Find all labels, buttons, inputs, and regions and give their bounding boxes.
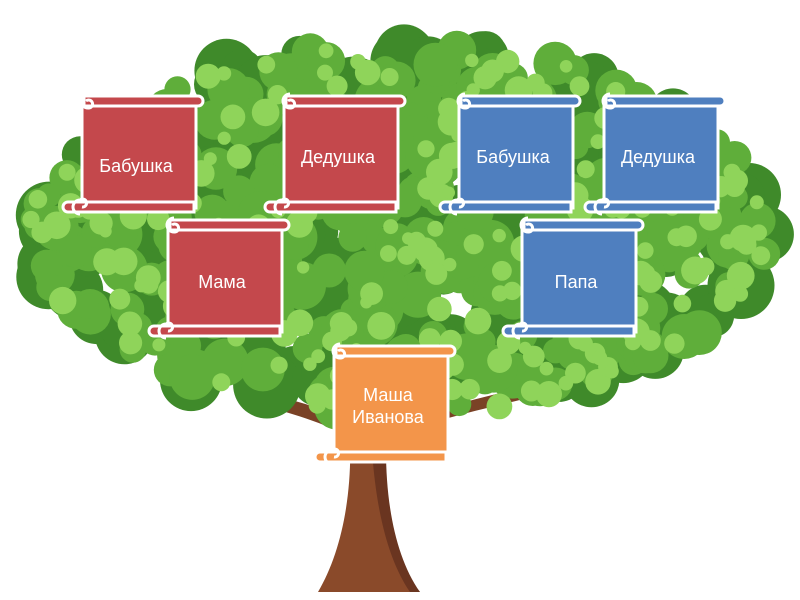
card-label: Мама bbox=[198, 272, 246, 292]
scroll-bottom-roll bbox=[313, 450, 448, 464]
card-label: Дедушка bbox=[620, 147, 696, 167]
card-label: Папа bbox=[554, 272, 598, 292]
scroll-bottom-curl bbox=[511, 321, 529, 340]
scroll-bottom-roll bbox=[583, 200, 718, 214]
scroll-top-curl bbox=[456, 92, 472, 110]
scroll-top-curl bbox=[281, 92, 297, 110]
card-mother: Мама bbox=[147, 216, 292, 340]
scroll-bottom-roll bbox=[501, 324, 636, 338]
card-paternal-grandmother: Бабушка bbox=[438, 92, 583, 216]
card-label: Бабушка bbox=[476, 147, 550, 167]
scroll-bottom-roll bbox=[438, 200, 573, 214]
scroll-top-roll bbox=[604, 94, 727, 108]
scroll-body bbox=[332, 348, 450, 460]
scroll-top-roll bbox=[168, 218, 291, 232]
scroll-top-curl bbox=[601, 92, 617, 110]
scroll-bottom-curl bbox=[273, 197, 291, 216]
scroll-bottom-curl bbox=[593, 197, 611, 216]
scroll-bottom-roll bbox=[263, 200, 398, 214]
scroll-bottom-roll bbox=[147, 324, 282, 338]
card-label: Дедушка bbox=[300, 147, 376, 167]
card-maternal-grandfather: Дедушка bbox=[263, 92, 408, 216]
card-label: Маша Иванова bbox=[352, 385, 424, 427]
scroll-bottom-curl bbox=[157, 321, 175, 340]
scroll-card-shape bbox=[501, 216, 645, 340]
scroll-body bbox=[282, 98, 400, 210]
scroll-card-shape bbox=[583, 92, 727, 216]
scroll-top-roll bbox=[522, 218, 645, 232]
card-father: Папа bbox=[501, 216, 646, 340]
scroll-top-roll bbox=[459, 94, 582, 108]
scroll-card-shape bbox=[263, 92, 407, 216]
scroll-bottom-curl bbox=[71, 197, 89, 216]
scroll-top-curl bbox=[79, 92, 95, 110]
scroll-top-curl bbox=[165, 216, 181, 234]
card-child: Маша Иванова bbox=[313, 342, 458, 466]
scroll-body bbox=[166, 222, 284, 334]
scroll-card-shape bbox=[61, 92, 205, 216]
scroll-top-roll bbox=[334, 344, 457, 358]
scroll-top-curl bbox=[519, 216, 535, 234]
scroll-bottom-curl bbox=[448, 197, 466, 216]
scroll-top-curl bbox=[331, 342, 347, 360]
scroll-bottom-curl bbox=[323, 447, 341, 466]
scroll-body bbox=[80, 98, 198, 210]
card-maternal-grandmother: Бабушка bbox=[61, 92, 206, 216]
scroll-card-shape bbox=[313, 342, 457, 466]
scroll-card-shape bbox=[147, 216, 291, 340]
scroll-card-shape bbox=[438, 92, 582, 216]
card-paternal-grandfather: Дедушка bbox=[583, 92, 728, 216]
scroll-bottom-roll bbox=[61, 200, 196, 214]
card-label: Бабушка bbox=[99, 156, 173, 176]
scroll-top-roll bbox=[284, 94, 407, 108]
scroll-top-roll bbox=[82, 94, 205, 108]
scroll-body bbox=[457, 98, 575, 210]
